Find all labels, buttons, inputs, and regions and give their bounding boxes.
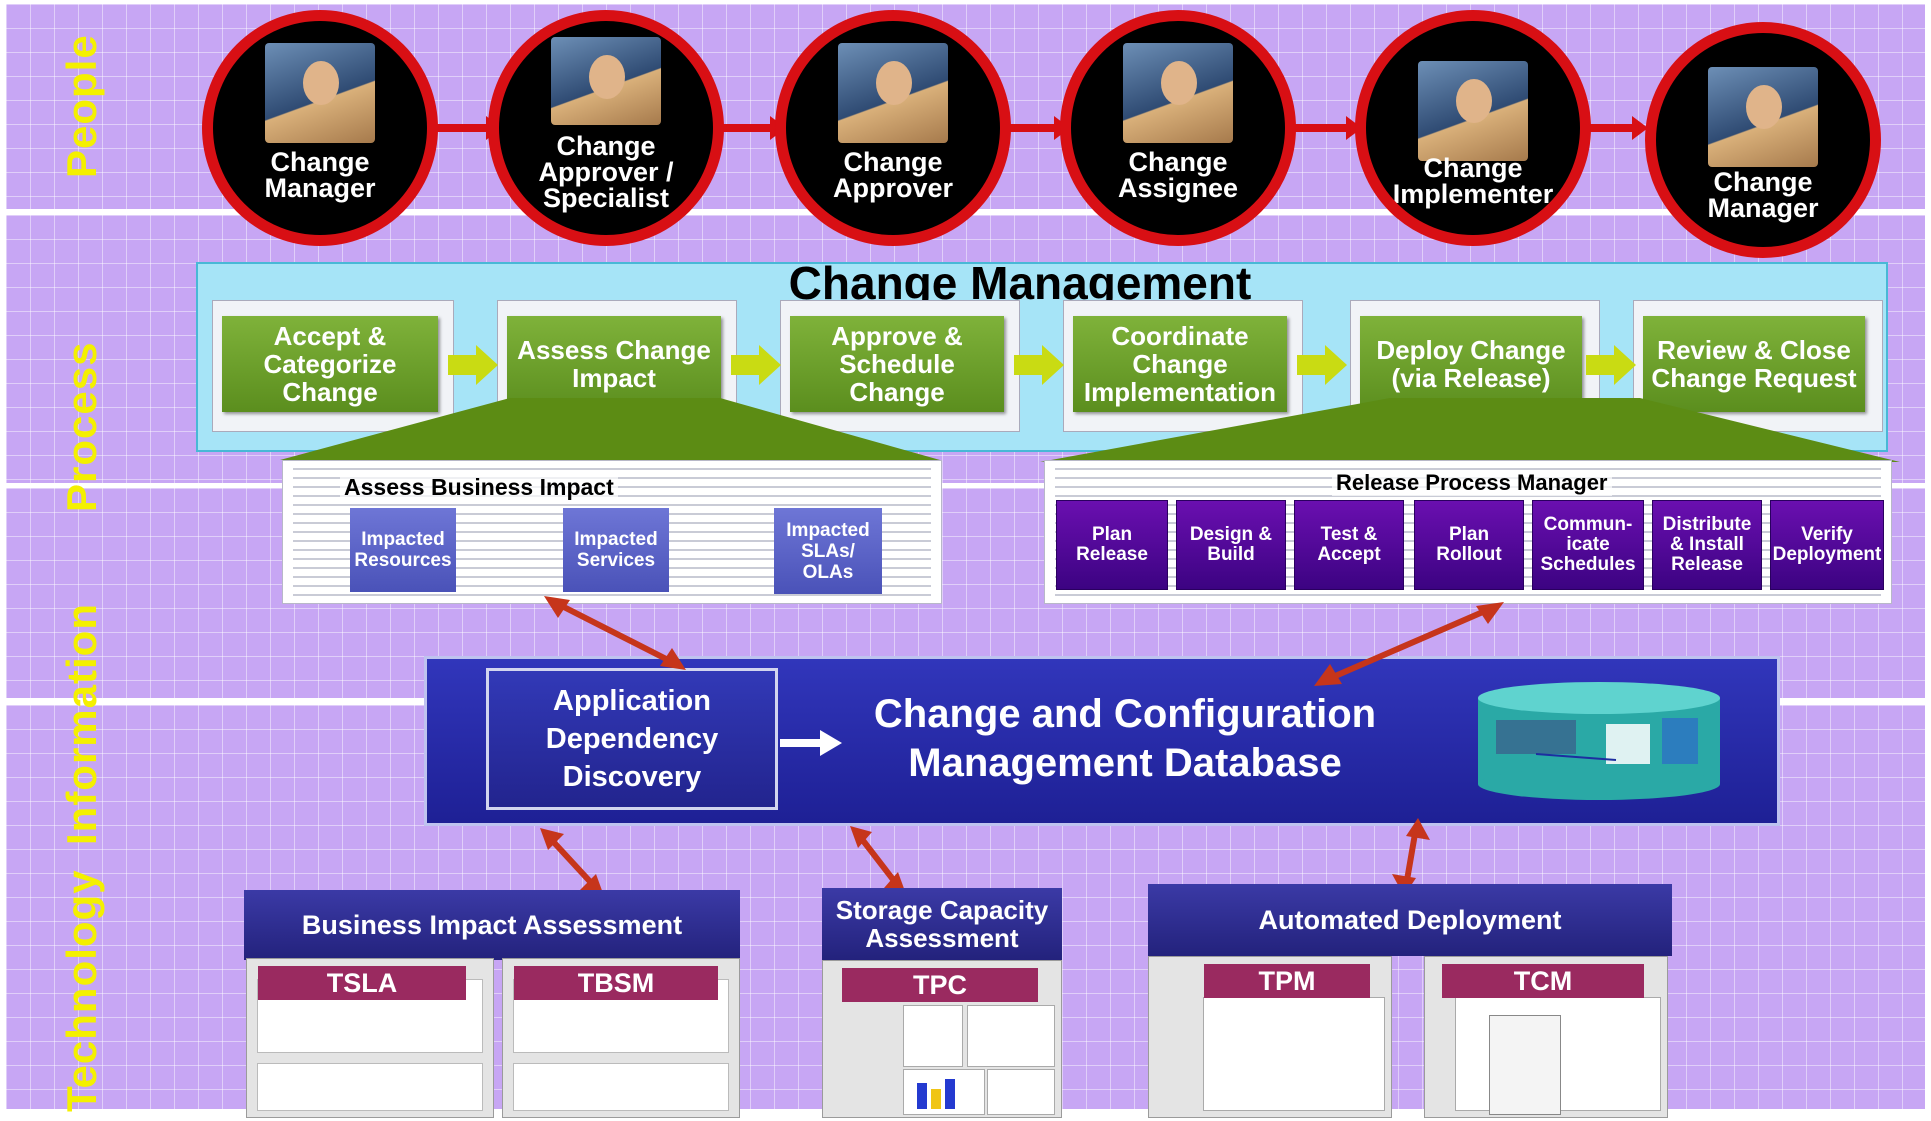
assess-business-impact-title: Assess Business Impact [340, 474, 618, 501]
step-coordinate-implementation: Coordinate Change Implementation [1073, 316, 1287, 412]
person-label: Change Assignee [1117, 147, 1239, 203]
impacted-resources-box: Impacted Resources [350, 508, 456, 592]
step-approve-schedule: Approve & Schedule Change [790, 316, 1004, 412]
tcm-label: TCM [1442, 964, 1644, 998]
person-change-manager: Change Manager [202, 10, 438, 246]
discovery-box: Application Dependency Discovery [486, 668, 778, 810]
yellow-arrow-icon [731, 345, 781, 385]
yellow-arrow-icon [1586, 345, 1636, 385]
person-label: Change Implementer [1392, 153, 1554, 209]
database-icon [1478, 682, 1720, 800]
process-label: Process [58, 341, 105, 512]
plan-release-box: Plan Release [1056, 500, 1168, 590]
information-label: Information [58, 603, 105, 845]
person-photo [265, 43, 375, 143]
flow-arrow [1580, 116, 1648, 140]
plan-rollout-box: Plan Rollout [1414, 500, 1524, 590]
person-photo [1123, 43, 1233, 143]
communicate-schedules-box: Commun- icate Schedules [1532, 500, 1644, 590]
tbsm-label: TBSM [514, 966, 718, 1000]
impacted-slas-olas-box: Impacted SLAs/ OLAs [774, 508, 882, 594]
verify-deployment-box: Verify Deployment [1770, 500, 1884, 590]
step-assess-change-impact: Assess Change Impact [507, 316, 721, 412]
step-review-close: Review & Close Change Request [1643, 316, 1865, 412]
person-change-implementer: Change Implementer [1355, 10, 1591, 246]
person-change-approver-specialist: Change Approver / Specialist [488, 10, 724, 246]
discovery-arrow-icon [780, 730, 842, 756]
automated-deployment-header: Automated Deployment [1148, 884, 1672, 956]
flow-arrow [1290, 116, 1362, 140]
zoom-trapezoid-left [280, 398, 940, 460]
business-impact-assessment-header: Business Impact Assessment [244, 890, 740, 960]
person-photo [838, 43, 948, 143]
person-label: Change Manager [1707, 167, 1819, 223]
person-photo [1708, 67, 1818, 167]
person-change-approver: Change Approver [775, 10, 1011, 246]
impacted-services-box: Impacted Services [563, 508, 669, 592]
tsla-label: TSLA [258, 966, 466, 1000]
step-accept-categorize: Accept & Categorize Change [222, 316, 438, 412]
yellow-arrow-icon [1297, 345, 1347, 385]
link-arrow [540, 828, 604, 896]
person-label: Change Manager [264, 147, 376, 203]
person-label: Change Approver [832, 147, 954, 203]
flow-arrow [716, 116, 786, 140]
person-photo [1418, 61, 1528, 161]
link-arrow [850, 826, 906, 894]
cmdb-title: Change and Configuration Management Data… [873, 692, 1377, 785]
link-arrow [1314, 602, 1504, 686]
person-label: Change Approver / Specialist [538, 131, 674, 213]
yellow-arrow-icon [1014, 345, 1064, 385]
person-change-manager-2: Change Manager [1645, 22, 1881, 258]
design-build-box: Design & Build [1176, 500, 1286, 590]
storage-capacity-header: Storage Capacity Assessment [822, 888, 1062, 960]
person-change-assignee: Change Assignee [1060, 10, 1296, 246]
release-process-manager-title: Release Process Manager [1332, 470, 1612, 496]
distribute-install-box: Distribute & Install Release [1652, 500, 1762, 590]
people-label: People [58, 34, 105, 178]
tpm-label: TPM [1204, 964, 1370, 998]
tpc-label: TPC [842, 968, 1038, 1002]
step-deploy-change: Deploy Change (via Release) [1360, 316, 1582, 412]
zoom-trapezoid-right [1040, 398, 1900, 462]
yellow-arrow-icon [448, 345, 498, 385]
test-accept-box: Test & Accept [1294, 500, 1404, 590]
technology-label: Technology [58, 869, 105, 1112]
person-photo [551, 37, 661, 125]
link-arrow [544, 596, 686, 670]
